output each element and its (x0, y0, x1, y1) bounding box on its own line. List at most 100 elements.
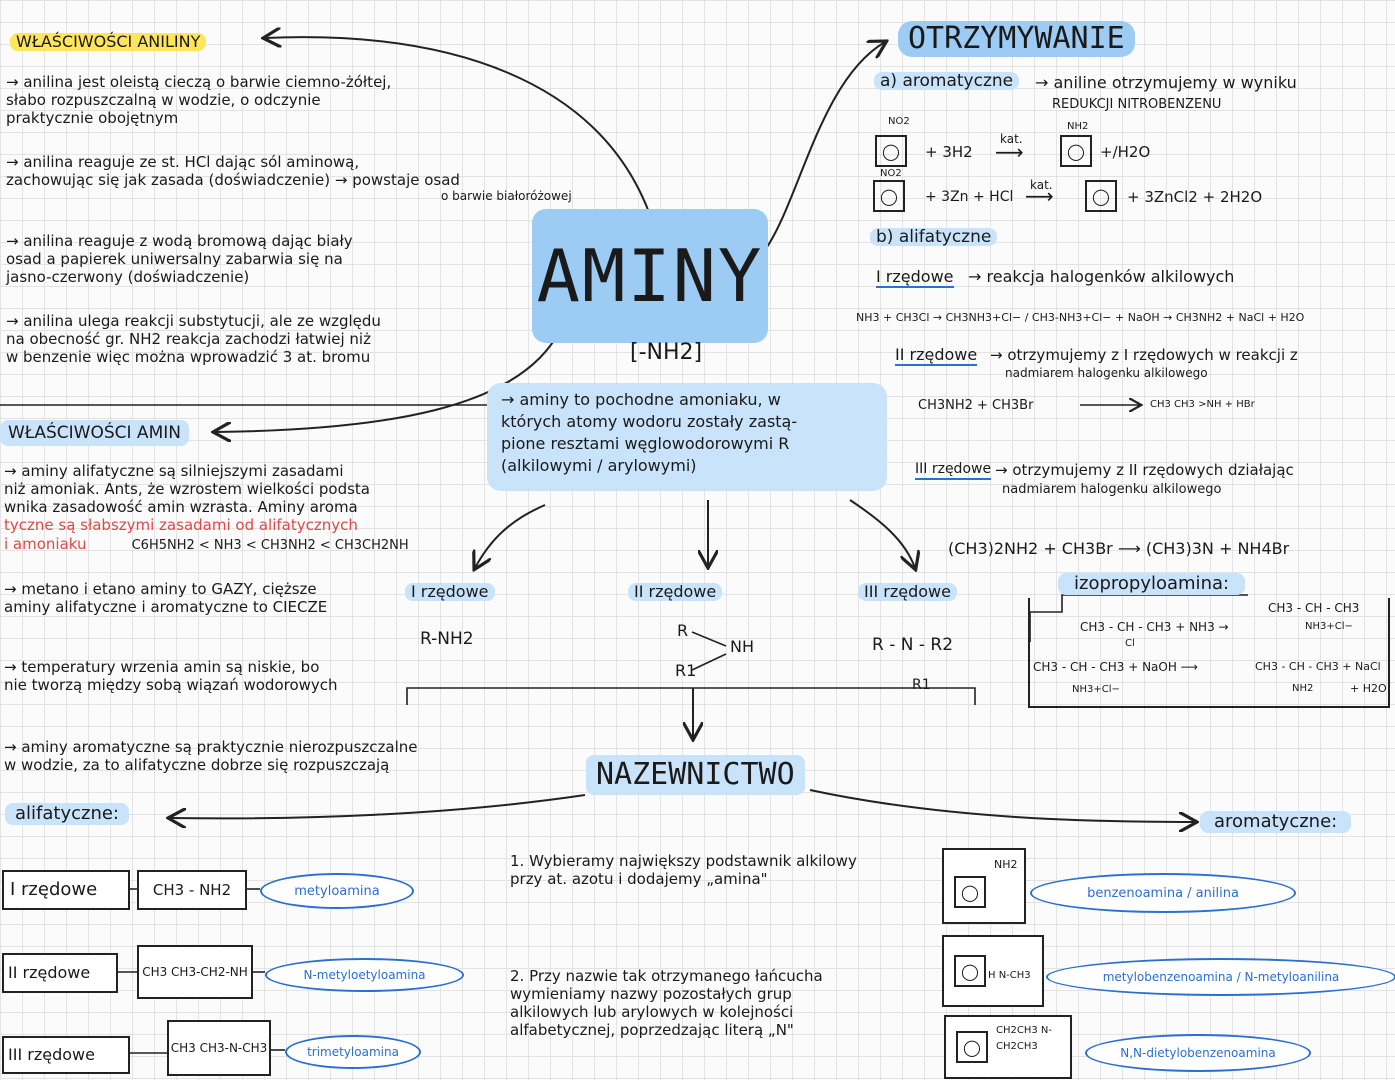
naming-rule-2: 2. Przy nazwie tak otrzymanego łańcucha … (510, 967, 823, 1039)
ali-row-1-label: I rzędowe (2, 870, 130, 910)
izo-line-2b: NH3+Cl− (1072, 684, 1120, 695)
text-line: wnika zasadowość amin wzrasta. Aminy aro… (4, 498, 358, 516)
aniline-paragraph-1: → anilina jest oleistą cieczą o barwie c… (6, 73, 391, 127)
nazewnictwo-title: NAZEWNICTWO (586, 755, 805, 795)
text-line: → anilina reaguje ze st. HCl dając sól a… (6, 153, 360, 171)
text-line: alfabetycznej, poprzedzając literą „N" (510, 1021, 794, 1039)
arrow-to-aliphatic (170, 794, 586, 818)
text-line: w wodzie, za to alifatyczne dobrze się r… (4, 756, 390, 774)
amine-group: [-NH2] (630, 340, 703, 365)
text-line: niż amoniak. Ants, że wzrostem wielkości… (4, 480, 370, 498)
text-line: → anilina reaguje z wodą bromową dając b… (6, 232, 353, 250)
reaction-1-kat: kat. (1000, 132, 1023, 146)
aro-row-1-sub: NH2 (994, 858, 1018, 871)
text-line: w benzenie więc można wprowadzić 3 at. b… (6, 348, 371, 366)
aromatic-text: → aniline otrzymujemy w wyniku (1035, 73, 1297, 92)
first-order-label: I rzędowe (876, 267, 954, 288)
class-third-formula: R - N - R2 (872, 635, 954, 655)
benzene-ring-icon: ◯ (875, 135, 907, 167)
nh2-label: NH2 (1067, 121, 1089, 132)
text-line: osad a papierek uniwersalny zabarwia się… (6, 250, 343, 268)
aniline-paragraph-4: → anilina ulega reakcji substytucji, ale… (6, 312, 381, 366)
izo-line-1b: Cl (1125, 638, 1135, 649)
reaction-2-right: + 3ZnCl2 + 2H2O (1127, 188, 1263, 206)
arrow-to-third (849, 499, 915, 568)
arrow-to-first (475, 504, 546, 568)
aro-row-1-name: benzenoamina / anilina (1030, 873, 1296, 913)
second-order-text-2: nadmiarem halogenku alkilowego (1005, 366, 1208, 380)
izopropyloamina-box (1028, 598, 1390, 708)
izo-line-2-right: CH3 - CH - CH3 + NaCl (1255, 660, 1381, 673)
benzene-ring-icon: ◯ (954, 955, 986, 987)
benzene-ring-icon: ◯ (873, 180, 905, 212)
naming-aliphatic: alifatyczne: (5, 803, 130, 825)
text-line: praktycznie obojętnym (6, 109, 179, 127)
reaction-2-left: + 3Zn + HCl (925, 189, 1014, 205)
ali-row-3-name: trimetyloamina (285, 1035, 421, 1069)
amines-paragraph-4: → aminy aromatyczne są praktycznie niero… (4, 738, 417, 774)
definition-line: → aminy to pochodne amoniaku, w (501, 390, 781, 409)
benzene-ring-icon: ◯ (956, 1031, 988, 1063)
basicity-order: C6H5NH2 < NH3 < CH3NH2 < CH3CH2NH (131, 538, 409, 553)
third-order-text: → otrzymujemy z II rzędowych działając (995, 461, 1294, 479)
class-second-nh: NH (730, 637, 754, 656)
second-order-label: II rzędowe (895, 345, 978, 366)
no2-label: NO2 (888, 116, 910, 127)
amines-title: WŁAŚCIWOŚCI AMIN (0, 420, 189, 446)
text-line: wymieniamy nazwy pozostałych grup (510, 985, 792, 1003)
text-line: jasno-czerwony (doświadczenie) (6, 268, 250, 286)
text-line: → aminy alifatyczne są silniejszymi zasa… (4, 462, 344, 480)
izo-line-2-right-c: + H2O (1350, 682, 1387, 695)
reaction-1-left: + 3H2 (925, 143, 973, 161)
otrzymywanie-title: OTRZYMYWANIE (898, 21, 1135, 57)
ali-row-1-formula: CH3 - NH2 (137, 870, 247, 910)
aniline-paragraph-2: → anilina reaguje ze st. HCl dając sól a… (6, 153, 572, 203)
amines-paragraph-1: → aminy alifatyczne są silniejszymi zasa… (4, 462, 409, 555)
text-line: → aminy aromatyczne są praktycznie niero… (4, 738, 418, 756)
ali-row-3-formula: CH3 CH3-N-CH3 (167, 1020, 271, 1076)
text-line: nie tworzą między sobą wiązań wodorowych (4, 676, 338, 694)
izo-line-2: CH3 - CH - CH3 + NaOH ⟶ (1033, 660, 1198, 674)
first-order-equation: NH3 + CH3Cl → CH3NH3+Cl− / CH3-NH3+Cl− +… (856, 311, 1305, 324)
class-second-r: R (677, 621, 689, 640)
aro-row-1-structure: ◯ NH2 (942, 848, 1026, 924)
text-line: → anilina jest oleistą cieczą o barwie c… (6, 73, 392, 91)
aro-row-3-sub: CH2CH3 N-CH2CH3 (996, 1025, 1052, 1052)
ali-row-3-label: III rzędowe (2, 1036, 130, 1074)
center-title-box: AMINY (532, 209, 768, 343)
naming-aromatic: aromatyczne: (1200, 811, 1352, 833)
reaction-1-right: +/H2O (1100, 143, 1151, 161)
class-first-formula: R-NH2 (420, 629, 474, 649)
class-third-r1: R1 (912, 677, 931, 693)
text-line: przy at. azotu i dodajemy „amina" (510, 870, 768, 888)
arrow-to-aniline (265, 37, 651, 216)
class-second-label: II rzędowe (628, 583, 723, 601)
aromatic-text-2: REDUKCJI NITROBENZENU (1052, 97, 1222, 112)
arrow-icon: ⟶ (995, 140, 1024, 164)
ali-row-2-name: N-metyloetyloamina (265, 958, 464, 992)
no2-label: NO2 (880, 168, 902, 179)
text-line: → anilina ulega reakcji substytucji, ale… (6, 312, 381, 330)
class-second-r1: R1 (675, 661, 697, 680)
class-first-label: I rzędowe (405, 583, 495, 601)
aniline-title: WŁAŚCIWOŚCI ANILINY (10, 33, 207, 51)
aro-row-2-structure: ◯ H N-CH3 (942, 935, 1044, 1007)
arrow-to-otrzymywanie (764, 42, 885, 251)
amines-paragraph-3: → temperatury wrzenia amin są niskie, bo… (4, 658, 338, 694)
aro-row-2-sub: H N-CH3 (988, 970, 1031, 981)
text-line: słabo rozpuszczalną w wodzie, o odczynie (6, 91, 321, 109)
benzene-ring-icon: ◯ (1085, 180, 1117, 212)
amines-paragraph-2: → metano i etano aminy to GAZY, cięższe … (4, 580, 327, 616)
text-line: alkilowych lub arylowych w kolejności (510, 1003, 794, 1021)
second-order-eq-left: CH3NH2 + CH3Br (918, 398, 1034, 413)
text-line: o barwie białoróżowej (441, 189, 572, 203)
arrow-icon: ⟶ (1025, 184, 1054, 208)
arrow-to-amines (215, 329, 561, 432)
ali-row-2-formula: CH3 CH3-CH2-NH (137, 945, 253, 999)
text-line: 1. Wybieramy największy podstawnik alkil… (510, 852, 857, 870)
izo-line-1: CH3 - CH - CH3 + NH3 → (1080, 620, 1229, 634)
text-line: → metano i etano aminy to GAZY, cięższe (4, 580, 317, 598)
text-line: na obecność gr. NH2 reakcja zachodzi łat… (6, 330, 371, 348)
naming-rule-1: 1. Wybieramy największy podstawnik alkil… (510, 852, 857, 888)
